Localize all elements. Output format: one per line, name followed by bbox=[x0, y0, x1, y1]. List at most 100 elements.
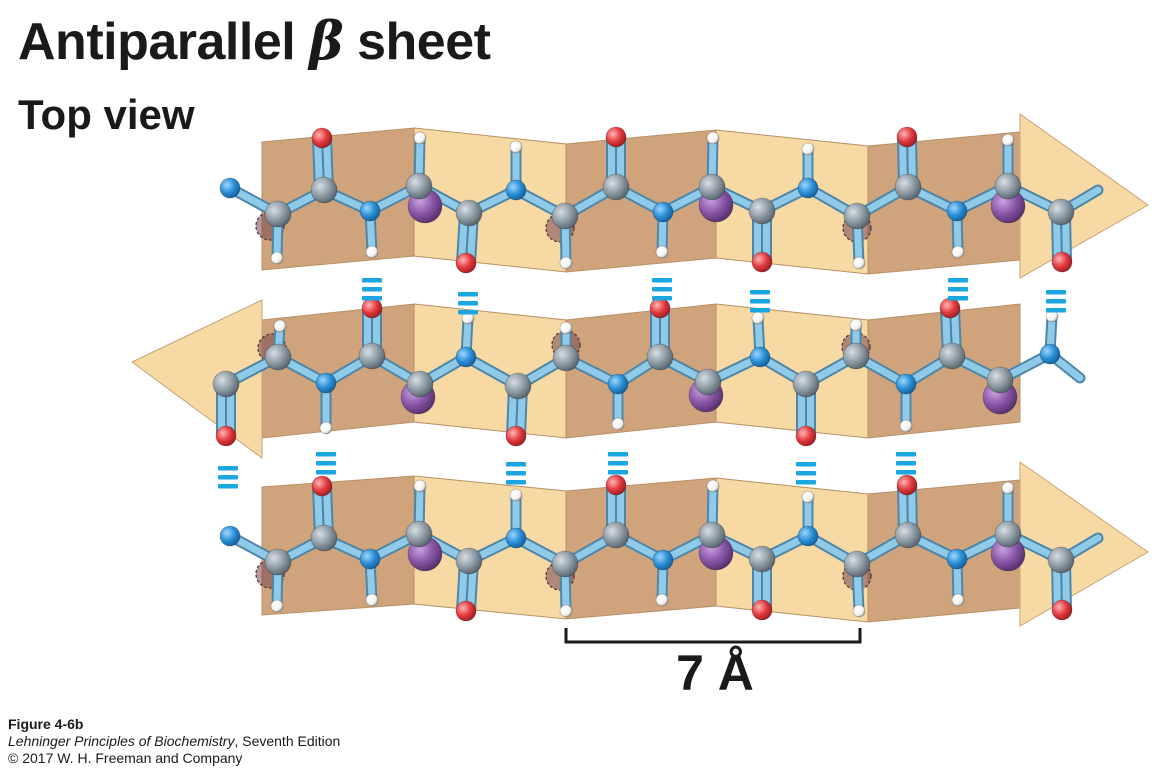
hydrogen-bond-dash bbox=[218, 466, 238, 471]
hydrogen-atom bbox=[270, 251, 284, 265]
carbon-atom bbox=[986, 366, 1014, 394]
nitrogen-atom bbox=[505, 179, 527, 201]
book-line: Lehninger Principles of Biochemistry, Se… bbox=[8, 733, 340, 750]
hydrogen-atom bbox=[852, 604, 866, 618]
nitrogen-atom bbox=[797, 177, 819, 199]
hydrogen-atom bbox=[365, 245, 379, 259]
hydrogen-bond bbox=[218, 466, 238, 489]
hydrogen-atom bbox=[899, 419, 913, 433]
hydrogen-bond-dash bbox=[218, 484, 238, 489]
carbon-atom bbox=[792, 370, 820, 398]
carbon-atom bbox=[358, 342, 386, 370]
hydrogen-bond bbox=[458, 292, 478, 315]
carbon-atom bbox=[748, 545, 776, 573]
hydrogen-bond-dash bbox=[796, 480, 816, 485]
carbon-atom bbox=[455, 199, 483, 227]
hydrogen-atom bbox=[559, 321, 573, 335]
hydrogen-atom bbox=[413, 131, 427, 145]
oxygen-atom bbox=[455, 600, 477, 622]
oxygen-atom bbox=[751, 251, 773, 273]
hydrogen-bond-dash bbox=[896, 461, 916, 466]
nitrogen-atom bbox=[797, 525, 819, 547]
carbon-atom bbox=[938, 342, 966, 370]
diagram-title: Antiparallel β sheet bbox=[18, 13, 491, 71]
hydrogen-atom bbox=[801, 490, 815, 504]
nitrogen-atom bbox=[946, 200, 968, 222]
hydrogen-atom bbox=[273, 319, 287, 333]
hydrogen-atom bbox=[559, 604, 573, 618]
hydrogen-bond-dash bbox=[506, 462, 526, 467]
carbon-atom bbox=[602, 173, 630, 201]
carbon-atom bbox=[552, 344, 580, 372]
carbon-atom bbox=[551, 202, 579, 230]
carbon-atom bbox=[1047, 198, 1075, 226]
hydrogen-atom bbox=[801, 142, 815, 156]
hydrogen-atom bbox=[751, 311, 765, 325]
hydrogen-bond bbox=[316, 452, 336, 475]
nitrogen-atom bbox=[359, 548, 381, 570]
carbon-atom bbox=[504, 372, 532, 400]
hydrogen-bond bbox=[750, 290, 770, 313]
book-edition: , Seventh Edition bbox=[234, 733, 341, 749]
nitrogen-atom bbox=[455, 346, 477, 368]
carbon-atom bbox=[455, 547, 483, 575]
copyright-line: © 2017 W. H. Freeman and Company bbox=[8, 750, 243, 766]
hydrogen-bond bbox=[948, 278, 968, 301]
carbon-atom bbox=[694, 368, 722, 396]
hydrogen-atom bbox=[1001, 133, 1015, 147]
hydrogen-bond-dash bbox=[506, 471, 526, 476]
hydrogen-bond-dash bbox=[362, 278, 382, 283]
hydrogen-bond-dash bbox=[796, 462, 816, 467]
hydrogen-atom bbox=[706, 131, 720, 145]
hydrogen-atom bbox=[270, 599, 284, 613]
hydrogen-bond-dash bbox=[896, 452, 916, 457]
carbon-atom bbox=[602, 521, 630, 549]
oxygen-atom bbox=[215, 425, 237, 447]
oxygen-atom bbox=[896, 126, 918, 148]
oxygen-atom bbox=[751, 599, 773, 621]
hydrogen-bond-dash bbox=[1046, 299, 1066, 304]
carbon-atom bbox=[994, 172, 1022, 200]
hydrogen-bond bbox=[1046, 290, 1066, 313]
hydrogen-bond-dash bbox=[458, 310, 478, 315]
hydrogen-bond bbox=[608, 452, 628, 475]
nitrogen-atom bbox=[1039, 343, 1061, 365]
hydrogen-atom bbox=[706, 479, 720, 493]
nitrogen-atom bbox=[749, 346, 771, 368]
carbon-atom bbox=[894, 521, 922, 549]
figure-caption: Figure 4-6b Lehninger Principles of Bioc… bbox=[8, 716, 340, 767]
oxygen-atom bbox=[605, 126, 627, 148]
nitrogen-atom bbox=[315, 372, 337, 394]
carbon-atom bbox=[748, 197, 776, 225]
title-prefix: Antiparallel bbox=[18, 13, 310, 71]
hydrogen-atom bbox=[365, 593, 379, 607]
hydrogen-bond bbox=[896, 452, 916, 475]
oxygen-atom bbox=[361, 297, 383, 319]
hydrogen-bond-dash bbox=[652, 296, 672, 301]
hydrogen-bond-dash bbox=[362, 296, 382, 301]
hydrogen-bond-dash bbox=[652, 278, 672, 283]
distance-bracket bbox=[564, 628, 862, 644]
hydrogen-atom bbox=[611, 417, 625, 431]
oxygen-atom bbox=[311, 127, 333, 149]
hydrogen-bond-dash bbox=[896, 470, 916, 475]
carbon-atom bbox=[994, 520, 1022, 548]
oxygen-atom bbox=[455, 252, 477, 274]
hydrogen-bond-dash bbox=[948, 296, 968, 301]
nitrogen-atom bbox=[505, 527, 527, 549]
hydrogen-bond-dash bbox=[750, 290, 770, 295]
hydrogen-atom bbox=[1001, 481, 1015, 495]
nitrogen-atom bbox=[219, 525, 241, 547]
oxygen-atom bbox=[311, 475, 333, 497]
carbon-atom bbox=[551, 550, 579, 578]
oxygen-atom bbox=[605, 474, 627, 496]
oxygen-atom bbox=[649, 297, 671, 319]
nitrogen-atom bbox=[652, 201, 674, 223]
carbon-atom bbox=[698, 173, 726, 201]
hydrogen-atom bbox=[951, 245, 965, 259]
figure-number: Figure 4-6b bbox=[8, 716, 84, 732]
carbon-atom bbox=[843, 550, 871, 578]
carbon-atom bbox=[310, 524, 338, 552]
oxygen-atom bbox=[795, 425, 817, 447]
